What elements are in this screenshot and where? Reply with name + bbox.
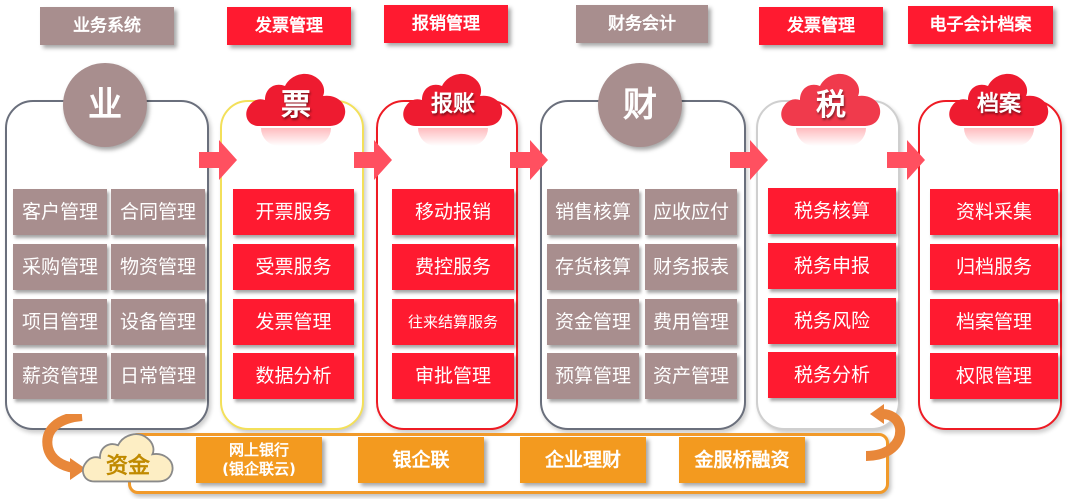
badge-invoice-label: 票 xyxy=(281,88,311,123)
badge-reimbursement-cloud: 报账 xyxy=(400,70,506,146)
arrow-right-icon xyxy=(510,140,548,180)
badge-tax-label: 税 xyxy=(816,88,846,123)
badge-archives-cloud: 档案 xyxy=(946,70,1052,146)
header-reimbursement-management: 报销管理 xyxy=(384,5,508,43)
tile-financing[interactable]: 金服桥融资 xyxy=(679,437,805,483)
tile-expense-management[interactable]: 费用管理 xyxy=(645,299,737,345)
badge-finance-circle: 财 xyxy=(598,63,682,147)
tile-inventory-accounting[interactable]: 存货核算 xyxy=(547,244,639,290)
curved-arrow-icon xyxy=(42,414,86,480)
tile-settlement-service[interactable]: 往来结算服务 xyxy=(392,299,514,345)
tile-approval-management[interactable]: 审批管理 xyxy=(392,353,514,399)
arrow-right-icon xyxy=(730,140,768,180)
online-banking-line2: (银企联云) xyxy=(222,460,296,478)
cloud-reflection xyxy=(796,128,866,146)
cloud-icon xyxy=(949,73,1049,126)
badge-archives-label: 档案 xyxy=(976,92,1021,117)
tile-customer-management[interactable]: 客户管理 xyxy=(13,189,107,235)
tile-equipment-management[interactable]: 设备管理 xyxy=(111,299,205,345)
tile-tax-accounting[interactable]: 税务核算 xyxy=(768,188,896,234)
tile-materials-management[interactable]: 物资管理 xyxy=(111,244,205,290)
badge-invoice-cloud: 票 xyxy=(243,70,349,146)
badge-funds-label: 资金 xyxy=(105,454,150,479)
cloud-reflection xyxy=(261,128,331,146)
header-financial-accounting: 财务会计 xyxy=(576,5,708,43)
tile-tax-filing[interactable]: 税务申报 xyxy=(768,243,896,289)
tile-fund-management[interactable]: 资金管理 xyxy=(547,299,639,345)
tile-purchase-management[interactable]: 采购管理 xyxy=(13,244,107,290)
cloud-reflection xyxy=(418,128,488,146)
tile-receivables-payables[interactable]: 应收应付 xyxy=(645,189,737,235)
arrow-right-icon xyxy=(354,140,392,180)
tile-asset-management[interactable]: 资产管理 xyxy=(645,353,737,399)
badge-business-circle: 业 xyxy=(63,63,147,147)
tile-mobile-reimbursement[interactable]: 移动报销 xyxy=(392,189,514,235)
tile-contract-management[interactable]: 合同管理 xyxy=(111,189,205,235)
header-tax-invoice-management: 发票管理 xyxy=(759,7,883,45)
badge-funds-cloud: 资金 xyxy=(80,428,176,486)
tile-enterprise-wealth[interactable]: 企业理财 xyxy=(520,437,646,483)
tile-online-banking[interactable]: 网上银行 (银企联云) xyxy=(196,437,322,483)
online-banking-line1: 网上银行 xyxy=(228,441,289,459)
tile-daily-management[interactable]: 日常管理 xyxy=(111,353,205,399)
tile-receive-invoice[interactable]: 受票服务 xyxy=(233,244,354,290)
tile-payroll-management[interactable]: 薪资管理 xyxy=(13,353,107,399)
cloud-icon xyxy=(781,73,881,126)
tile-permission-management[interactable]: 权限管理 xyxy=(930,353,1058,399)
tile-tax-risk[interactable]: 税务风险 xyxy=(768,298,896,344)
tile-project-management[interactable]: 项目管理 xyxy=(13,299,107,345)
arrow-right-icon xyxy=(887,140,925,180)
tile-financial-statements[interactable]: 财务报表 xyxy=(645,244,737,290)
arrow-right-icon xyxy=(199,140,237,180)
badge-reimbursement-label: 报账 xyxy=(430,92,475,117)
tile-archive-management[interactable]: 档案管理 xyxy=(930,299,1058,345)
tile-data-analysis[interactable]: 数据分析 xyxy=(233,353,354,399)
cloud-icon xyxy=(403,73,503,126)
cloud-reflection xyxy=(964,128,1034,146)
cloud-icon xyxy=(246,73,346,126)
tile-archiving-service[interactable]: 归档服务 xyxy=(930,244,1058,290)
badge-tax-cloud: 税 xyxy=(778,70,884,146)
tile-data-collection[interactable]: 资料采集 xyxy=(930,189,1058,235)
tile-tax-analysis[interactable]: 税务分析 xyxy=(768,352,896,398)
header-electronic-archives: 电子会计档案 xyxy=(908,6,1053,44)
header-business-system: 业务系统 xyxy=(40,7,174,45)
tile-invoice-management[interactable]: 发票管理 xyxy=(233,299,354,345)
tile-expense-control[interactable]: 费控服务 xyxy=(392,244,514,290)
tile-sales-accounting[interactable]: 销售核算 xyxy=(547,189,639,235)
tile-budget-management[interactable]: 预算管理 xyxy=(547,353,639,399)
curved-arrow-icon xyxy=(865,404,906,461)
tile-issue-invoice[interactable]: 开票服务 xyxy=(233,189,354,235)
tile-bank-enterprise-link[interactable]: 银企联 xyxy=(358,437,484,483)
cloud-icon xyxy=(82,433,174,483)
header-invoice-management: 发票管理 xyxy=(227,7,351,45)
